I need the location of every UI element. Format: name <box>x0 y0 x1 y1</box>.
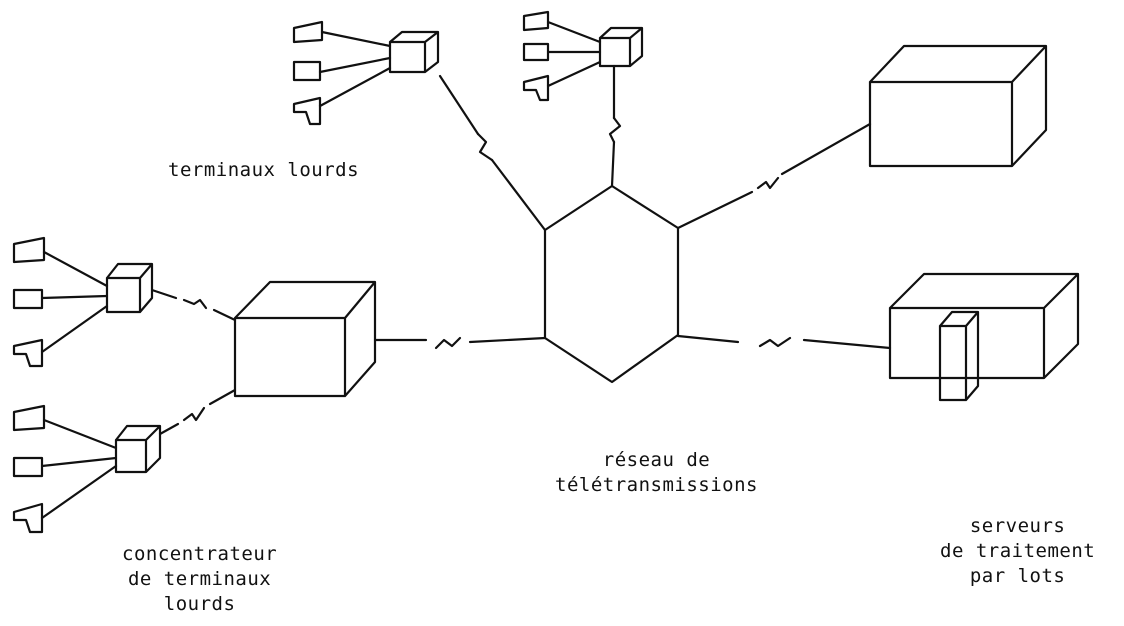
batch-server-upper <box>868 44 1048 168</box>
terminal-link <box>40 304 109 354</box>
heavy-terminal-cluster-lower-a <box>12 236 237 368</box>
terminal-link <box>42 418 118 450</box>
telecom-network-hexagon <box>543 184 680 384</box>
concentrator-link <box>158 388 237 436</box>
terminal-link <box>546 20 602 44</box>
heavy-terminal-cluster-lower-b <box>12 388 237 534</box>
label-line: de traitement <box>940 540 1096 562</box>
terminal-concentrator-box <box>114 424 162 474</box>
terminal-link <box>40 294 109 300</box>
label-terminal-concentrator: concentrateur de terminaux lourds <box>122 542 277 617</box>
network-link-left-terminals <box>438 74 547 232</box>
label-line: lourds <box>163 593 236 615</box>
terminal-printer-icon <box>292 96 322 126</box>
label-line: serveurs <box>969 515 1066 537</box>
terminal-link <box>318 66 392 108</box>
label-telecom-network: réseau de télétransmissions <box>555 448 758 498</box>
network-link-middle-terminals <box>608 64 622 188</box>
terminal-concentrator-box <box>388 30 440 74</box>
terminal-link <box>40 464 118 520</box>
label-line: réseau de <box>602 449 711 471</box>
network-link-upper-server <box>676 122 872 230</box>
network-link-lower-server <box>676 334 892 350</box>
terminal-link <box>42 250 109 288</box>
terminal-screen-icon <box>292 20 324 44</box>
label-batch-servers: serveurs de traitement par lots <box>940 514 1095 589</box>
terminal-link <box>320 30 392 48</box>
label-line: concentrateur <box>122 543 278 565</box>
terminal-screen-icon <box>522 10 550 32</box>
terminal-screen-icon <box>12 236 46 264</box>
heavy-terminal-cluster-left <box>292 20 440 126</box>
terminal-keyboard-icon <box>12 456 44 478</box>
terminal-printer-icon <box>522 74 550 102</box>
terminal-concentrator-box <box>105 262 154 314</box>
terminal-screen-icon <box>12 404 46 432</box>
label-line: par lots <box>969 565 1066 587</box>
label-heavy-terminals: terminaux lourds <box>168 159 360 181</box>
terminal-concentrator-box <box>598 26 644 68</box>
terminal-printer-icon <box>12 502 44 534</box>
terminal-keyboard-icon <box>12 288 44 310</box>
label-line: de terminaux <box>127 568 272 590</box>
batch-server-lower <box>888 272 1080 402</box>
label-line: télétransmissions <box>555 474 758 496</box>
terminal-link <box>40 456 118 468</box>
terminal-link <box>546 60 602 88</box>
terminal-link <box>318 56 392 74</box>
network-link-concentrator <box>373 336 547 350</box>
concentrator-link <box>150 288 237 322</box>
heavy-terminal-concentrator-box <box>233 280 377 398</box>
terminal-keyboard-icon <box>292 60 322 82</box>
terminal-printer-icon <box>12 338 44 368</box>
terminal-keyboard-icon <box>522 42 550 62</box>
heavy-terminal-cluster-middle <box>522 10 644 102</box>
